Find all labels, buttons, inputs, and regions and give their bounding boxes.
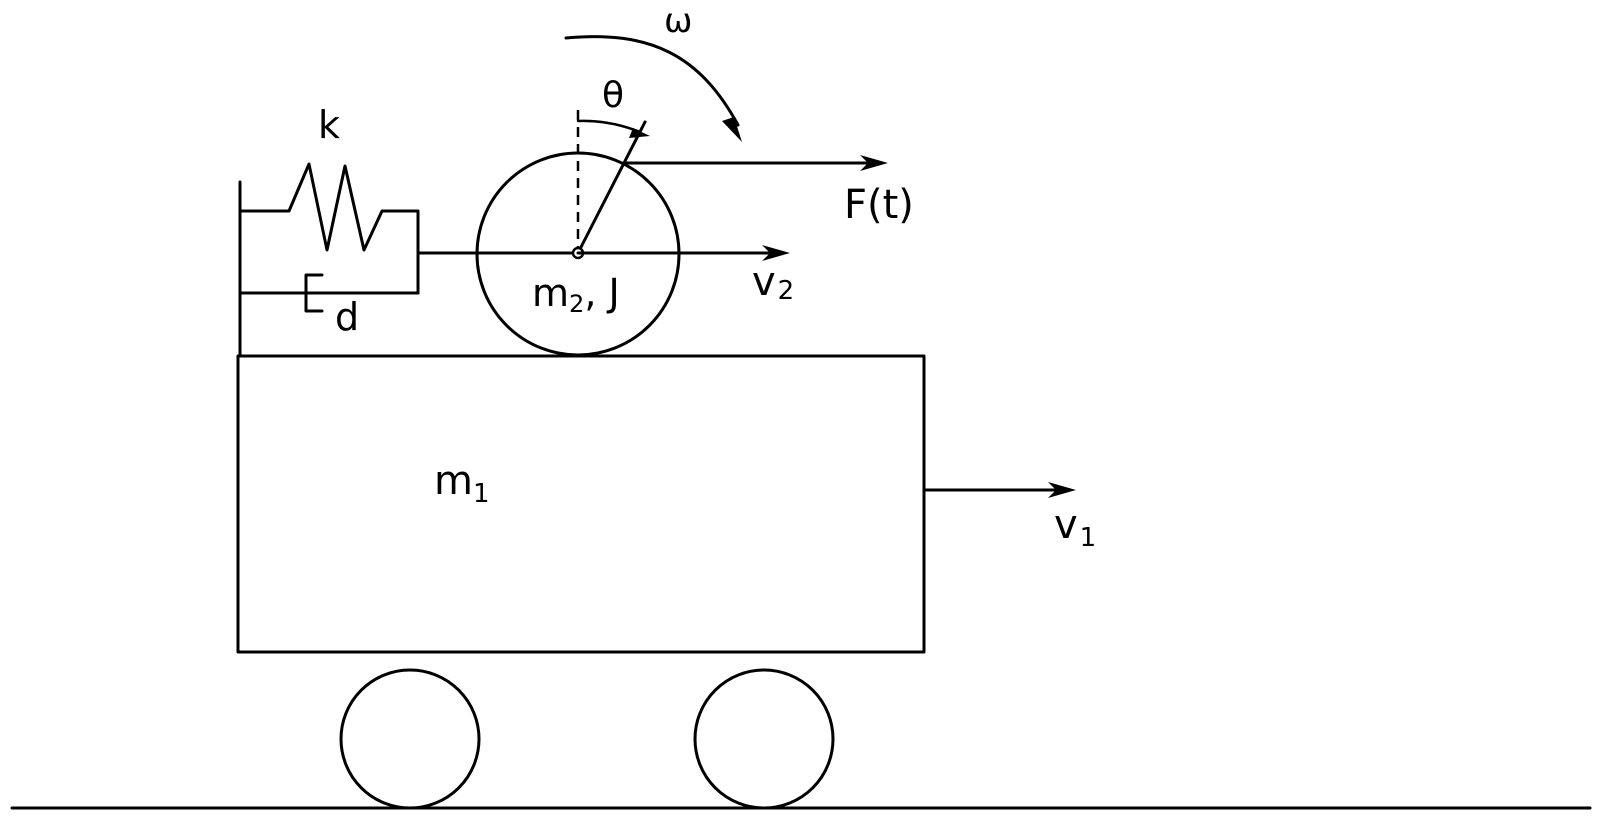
cart-wheel-left <box>339 668 481 810</box>
mass2-rest: , J <box>584 271 619 315</box>
mass2-symbol: m <box>532 271 569 315</box>
mass2-label: m2, J <box>532 271 620 318</box>
velocity2-arrowhead <box>762 245 790 261</box>
omega-label: ω <box>664 1 692 41</box>
velocity1-base: v <box>1054 502 1078 548</box>
velocity1-label: v1 <box>1054 502 1096 553</box>
mass1-subscript: 1 <box>473 479 490 509</box>
theta-label: θ <box>602 75 624 116</box>
angle-radius-line <box>576 120 647 255</box>
spring-label: k <box>318 103 340 147</box>
damper-cup <box>304 273 324 313</box>
force-arrowhead <box>860 155 888 171</box>
velocity2-base: v <box>752 259 776 305</box>
mass1-label: m1 <box>434 458 490 509</box>
omega-arrowhead <box>722 117 742 142</box>
spring <box>238 162 420 255</box>
mass2-subscript: 2 <box>569 290 584 318</box>
theta-arrowhead <box>629 128 650 138</box>
theta-arc <box>576 119 642 134</box>
velocity1-arrowhead <box>1048 482 1076 498</box>
velocity2-subscript: 2 <box>778 276 795 306</box>
velocity1-subscript: 1 <box>1080 523 1097 553</box>
velocity2-label: v2 <box>752 259 794 306</box>
mass1-symbol: m <box>434 458 473 504</box>
cart-body-m1 <box>236 354 926 654</box>
force-label: F(t) <box>844 182 914 228</box>
damper-label: d <box>335 295 359 339</box>
cart-wheel-right <box>693 668 835 810</box>
omega-arc <box>564 35 740 127</box>
